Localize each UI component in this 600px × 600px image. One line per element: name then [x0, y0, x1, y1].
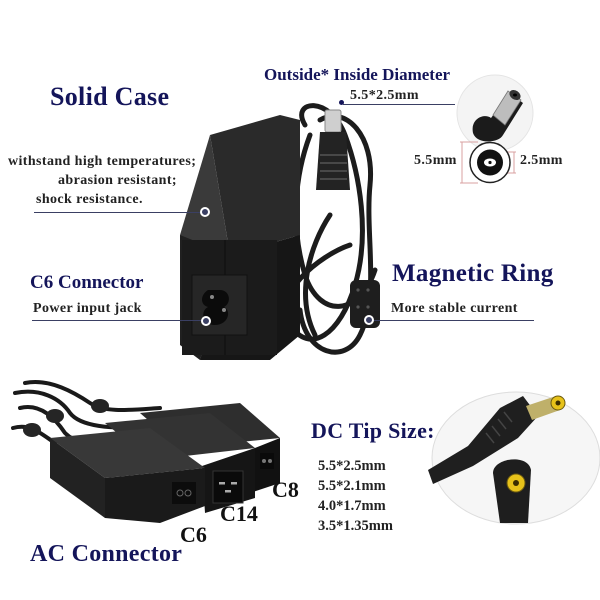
dc-tip-size: 3.5*1.35mm [318, 518, 393, 534]
dc-tip-closeup-image [428, 391, 600, 525]
c6-label: C6 [180, 522, 207, 547]
ring-pointer-line [372, 320, 534, 321]
ac-adapters-image [11, 380, 280, 523]
case-feature-2: abrasion resistant; [58, 173, 177, 188]
ring-pointer-dot [364, 315, 374, 325]
c6-connector-title: C6 Connector [30, 272, 144, 293]
diameter-diagram-icon [460, 141, 516, 184]
c14-label: C14 [220, 501, 258, 526]
dc-plug-closeup-image [456, 74, 534, 152]
ac-connector-title: AC Connector [30, 541, 183, 567]
dc-tip-size: 5.5*2.1mm [318, 478, 386, 494]
connector-pointer-dot [201, 316, 211, 326]
dc-tip-size: 4.0*1.7mm [318, 498, 386, 514]
outside-diameter-label: 5.5mm [414, 153, 457, 168]
power-adapter-image [180, 103, 380, 360]
c6-connector-desc: Power input jack [33, 301, 142, 316]
diameter-pointer-line [343, 104, 455, 105]
solid-case-title: Solid Case [50, 82, 170, 111]
diameter-value: 5.5*2.5mm [350, 88, 419, 103]
connector-pointer-line [32, 320, 202, 321]
inside-diameter-label: 2.5mm [520, 153, 563, 168]
diameter-pointer-dot [339, 100, 344, 105]
magnetic-ring-title: Magnetic Ring [392, 260, 554, 287]
c8-label: C8 [272, 477, 299, 502]
dc-tip-list: 5.5*2.5mm 5.5*2.1mm 4.0*1.7mm 3.5*1.35mm [318, 456, 393, 536]
dc-tip-title: DC Tip Size: [311, 418, 435, 443]
case-pointer-line [34, 212, 204, 213]
case-feature-1: withstand high temperatures; [8, 154, 197, 169]
case-pointer-dot [200, 207, 210, 217]
magnetic-ring-desc: More stable current [391, 301, 518, 316]
dc-tip-size: 5.5*2.5mm [318, 458, 386, 474]
case-feature-3: shock resistance. [36, 192, 143, 207]
diameter-title: Outside* Inside Diameter [264, 65, 451, 84]
